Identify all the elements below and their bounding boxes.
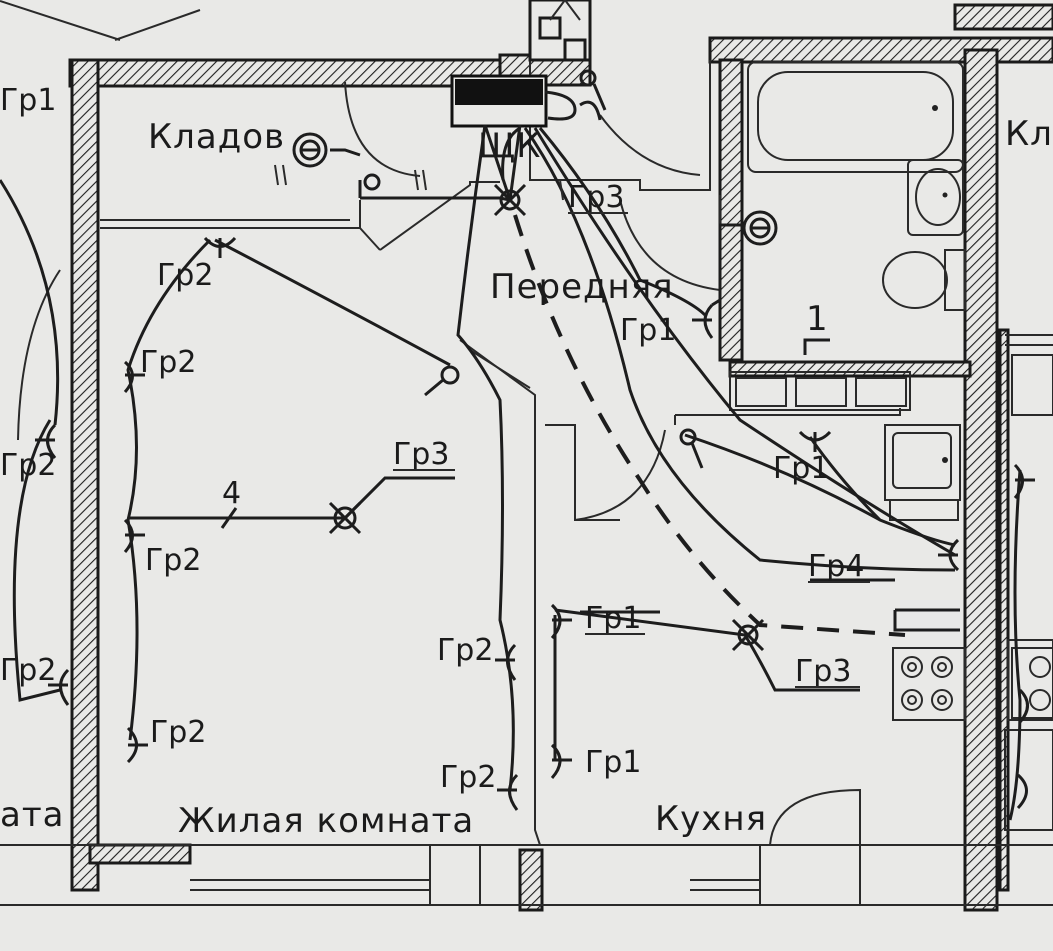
group-label: Гр1 bbox=[0, 83, 56, 118]
outlet-icon bbox=[1016, 773, 1028, 810]
wire-count-label: 4 bbox=[222, 476, 241, 511]
wall-left bbox=[70, 58, 100, 892]
wiring bbox=[0, 100, 1022, 821]
outlet-icon bbox=[1018, 688, 1029, 723]
bathtub bbox=[747, 61, 964, 173]
wall-kitchen-right bbox=[963, 48, 999, 912]
wall-top-stub bbox=[953, 3, 1053, 31]
wall-top-right bbox=[708, 36, 1053, 64]
outlet-icon bbox=[798, 430, 832, 452]
room-label-pantry: Кладов bbox=[148, 117, 285, 157]
room-label-hall: Передняя bbox=[490, 267, 674, 307]
group-label: Гр2 bbox=[157, 258, 213, 293]
group-label: Гр2 bbox=[437, 633, 493, 668]
bathroom-number: 1 bbox=[806, 299, 829, 339]
stove bbox=[892, 647, 966, 721]
outlet-icon bbox=[123, 360, 145, 393]
group-label: Гр1 bbox=[585, 745, 641, 780]
group-label: Гр2 bbox=[440, 760, 496, 795]
panel-label: ЩК bbox=[478, 126, 541, 166]
outlet-icon bbox=[497, 773, 519, 811]
switch-icon bbox=[579, 69, 607, 111]
outlet-icon bbox=[495, 643, 517, 681]
switch-icon bbox=[363, 173, 381, 191]
group-label: Гр2 bbox=[0, 448, 56, 483]
toilet bbox=[882, 249, 966, 311]
outlet-icon bbox=[123, 518, 145, 553]
partitions bbox=[0, 0, 1053, 906]
distribution-panel bbox=[450, 74, 577, 128]
label-underlines bbox=[393, 212, 870, 688]
room-label-right-partial: Кла bbox=[1005, 114, 1053, 154]
ceiling-light-icon bbox=[742, 210, 778, 246]
wall-bottom-left bbox=[88, 843, 192, 865]
washbasin bbox=[907, 159, 964, 236]
light-fixture-icon bbox=[731, 618, 765, 652]
group-label: Гр1 bbox=[585, 601, 641, 636]
outlet-icon bbox=[126, 726, 148, 764]
devices bbox=[35, 69, 1035, 811]
outlet-icon bbox=[48, 668, 70, 706]
group-label: Гр3 bbox=[795, 654, 851, 689]
group-label: Гр2 bbox=[0, 653, 56, 688]
group-label: Гр1 bbox=[773, 451, 829, 486]
outlet-icon bbox=[550, 603, 572, 639]
wall-bath-left bbox=[718, 58, 744, 362]
outlet-icon bbox=[550, 743, 572, 779]
group-label: Гр1 bbox=[620, 313, 676, 348]
wire-tick-marks bbox=[274, 164, 564, 201]
light-fixture-icon bbox=[328, 501, 362, 535]
outlet-icon bbox=[938, 538, 960, 572]
wall-right-edge bbox=[998, 328, 1010, 892]
group-label: Гр4 bbox=[808, 549, 864, 584]
wall-partition-living-kitchen bbox=[518, 848, 544, 912]
group-label: Гр2 bbox=[145, 543, 201, 578]
room-label-kitchen: Кухня bbox=[655, 799, 767, 839]
vent-block bbox=[528, 0, 592, 62]
group-label: Гр2 bbox=[150, 715, 206, 750]
group-label: Гр3 bbox=[568, 180, 624, 215]
switch-icon bbox=[679, 428, 704, 469]
wall-bath-bottom bbox=[728, 360, 972, 378]
light-fixture-icon bbox=[493, 183, 527, 217]
outlet-icon bbox=[203, 236, 237, 258]
wall-top-left bbox=[68, 58, 502, 88]
stove-neighbour bbox=[1011, 647, 1053, 719]
group-label: Гр3 bbox=[393, 437, 449, 472]
kitchen-sink bbox=[884, 424, 961, 521]
outlet-icon bbox=[1013, 463, 1035, 499]
room-label-living: Жилая комната bbox=[178, 801, 474, 841]
switch-icon bbox=[424, 365, 460, 397]
room-label-left-partial: ата bbox=[0, 795, 64, 835]
labels: Кладов ЩК Передняя Жилая комната Кухня а… bbox=[0, 83, 1053, 841]
ceiling-light-icon bbox=[292, 132, 328, 168]
outlet-icon bbox=[35, 423, 57, 459]
group-label: Гр2 bbox=[140, 345, 196, 380]
outlet-icon bbox=[692, 303, 714, 339]
